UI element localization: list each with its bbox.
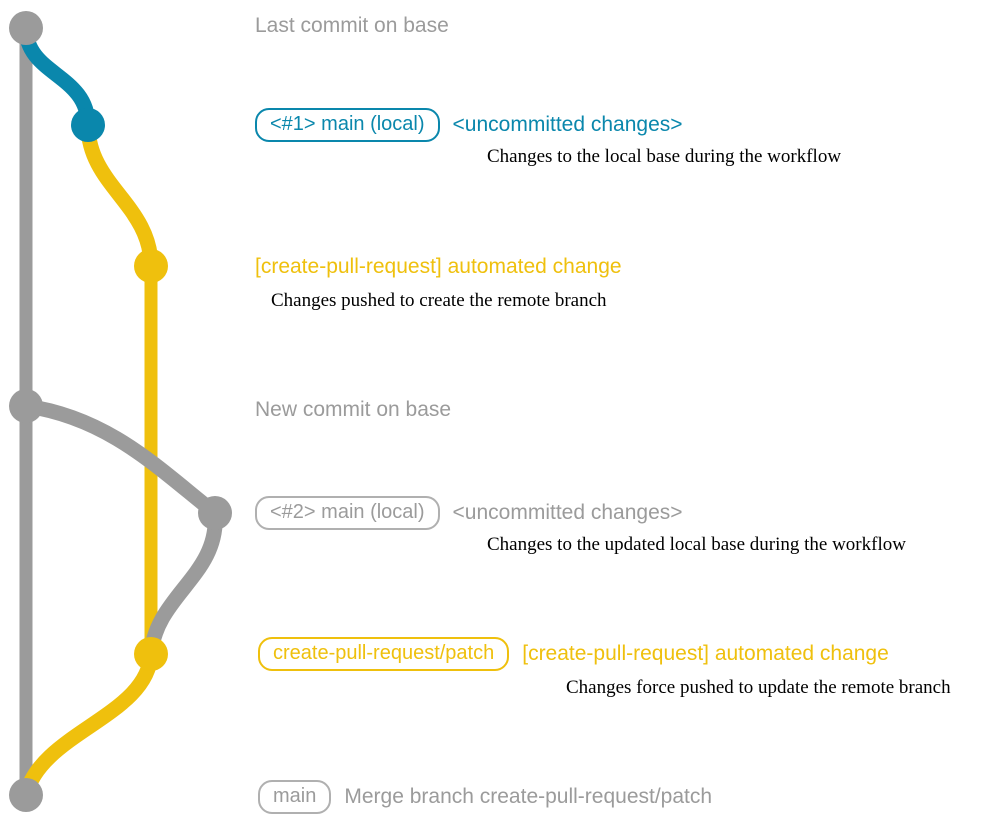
- commit-subject: [create-pull-request] automated change: [255, 255, 622, 278]
- node-local-commit-1[interactable]: [71, 108, 105, 142]
- node-local-commit-2[interactable]: [198, 496, 232, 530]
- commit-row-new-on-base: New commit on base: [255, 398, 451, 422]
- branch-chip-label: <#1> main (local): [270, 113, 425, 135]
- branch-chip-label: create-pull-request/patch: [273, 642, 495, 664]
- commit-row-merge: main Merge branch create-pull-request/pa…: [258, 780, 712, 814]
- commit-subject: <uncommitted changes>: [452, 113, 683, 136]
- edge-rebase-to-patch2: [143, 505, 223, 662]
- commit-description-automated-2: Changes force pushed to update the remot…: [566, 677, 951, 698]
- commit-subject: <uncommitted changes>: [452, 501, 683, 524]
- branch-chip-main-local-1[interactable]: <#1> main (local): [255, 108, 440, 142]
- branch-chip-label: <#2> main (local): [270, 501, 425, 523]
- commit-description-local-2: Changes to the updated local base during…: [487, 534, 906, 555]
- commit-row-last-on-base: Last commit on base: [255, 14, 449, 38]
- commit-row-automated-2: create-pull-request/patch [create-pull-r…: [258, 637, 889, 671]
- commit-row-local-2: <#2> main (local) <uncommitted changes>: [255, 496, 683, 530]
- node-merge-commit[interactable]: [9, 778, 43, 812]
- edge-patch2-to-merge: [18, 646, 159, 803]
- branch-chip-main[interactable]: main: [258, 780, 332, 814]
- commit-row-local-1: <#1> main (local) <uncommitted changes>: [255, 108, 683, 142]
- commit-row-automated-1: [create-pull-request] automated change: [255, 255, 622, 279]
- commit-subject: Last commit on base: [255, 14, 449, 37]
- edge-base-to-local1: [18, 20, 96, 133]
- commit-subject: Merge branch create-pull-request/patch: [344, 785, 713, 808]
- node-new-commit-on-base[interactable]: [9, 389, 43, 423]
- commit-description-automated-1: Changes pushed to create the remote bran…: [271, 290, 607, 311]
- node-last-commit-on-base[interactable]: [9, 11, 43, 45]
- edge-base2-to-rebase: [18, 398, 223, 521]
- commit-subject: [create-pull-request] automated change: [522, 642, 889, 665]
- branch-chip-create-pull-request-patch[interactable]: create-pull-request/patch: [258, 637, 510, 671]
- graph-nodes: [9, 11, 232, 812]
- node-patch-commit-2[interactable]: [134, 637, 168, 671]
- branch-chip-main-local-2[interactable]: <#2> main (local): [255, 496, 440, 530]
- node-patch-commit-1[interactable]: [134, 249, 168, 283]
- branch-chip-label: main: [273, 785, 317, 807]
- edge-local1-to-patch1: [80, 117, 159, 274]
- commit-description-local-1: Changes to the local base during the wor…: [487, 146, 842, 167]
- commit-subject: New commit on base: [255, 398, 452, 421]
